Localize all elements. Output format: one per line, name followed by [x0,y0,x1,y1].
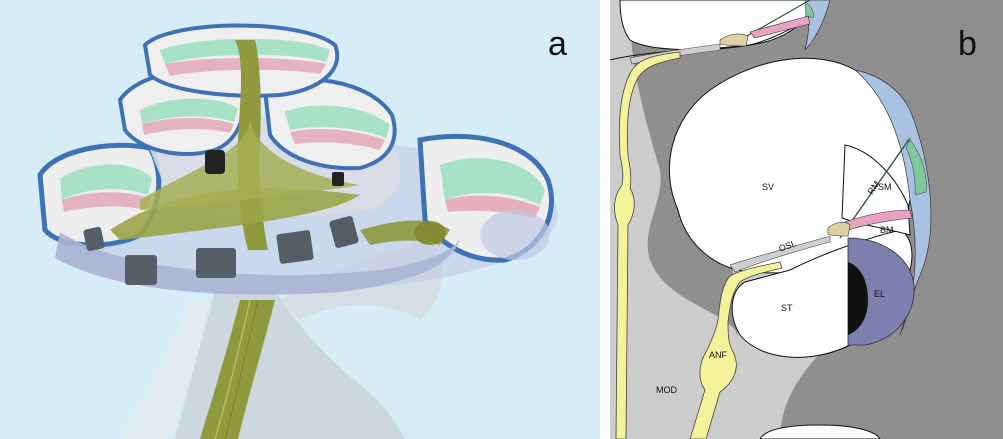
electrode-contact [196,248,236,278]
label-st: ST [781,303,793,313]
panel-a-cochlea-3d: a [0,0,600,439]
panel-b-cross-section: SV SM RM BM OSL ST EL ANF MOD b [610,0,1003,439]
label-el: EL [874,289,885,299]
label-anf: ANF [709,350,728,360]
electrode-contact [205,150,225,174]
label-bm: BM [880,225,894,235]
panel-a-illustration: a [0,0,600,439]
panel-a-letter: a [548,25,567,63]
electrode-contact [125,255,157,285]
panel-b-letter: b [958,25,977,63]
electrode-contact [332,172,344,186]
electrode-contact [276,230,314,264]
panel-b-illustration: SV SM RM BM OSL ST EL ANF MOD b [610,0,1003,439]
label-sv: SV [762,182,774,192]
label-mod: MOD [656,385,677,395]
